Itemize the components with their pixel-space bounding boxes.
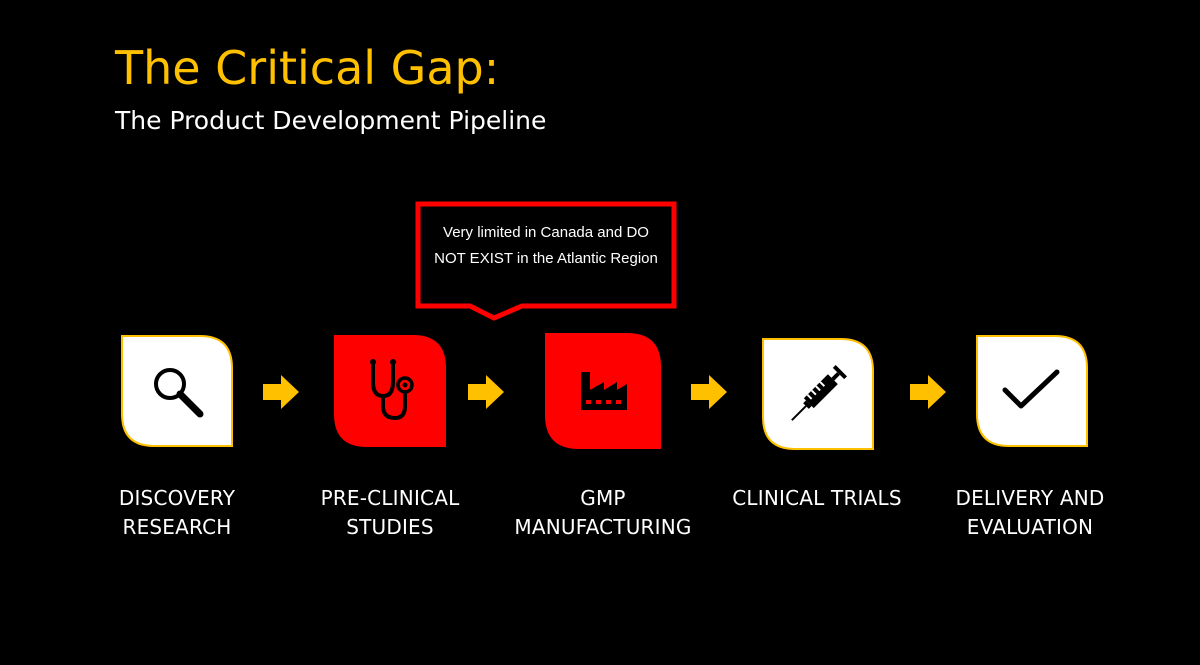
stage-label-line: GMP (580, 486, 626, 510)
stage-gmp-manufacturing (544, 332, 662, 450)
page-title: The Critical Gap: (115, 41, 500, 95)
stage-delivery-evaluation (975, 334, 1089, 448)
factory-icon (581, 372, 627, 410)
stage-label-line: STUDIES (346, 515, 434, 539)
stage-label-line: DISCOVERY (118, 486, 236, 510)
arrow-right-icon (468, 375, 504, 409)
stage-discovery-research (120, 334, 234, 448)
arrow-right-icon (910, 375, 946, 409)
stage-clinical-trials (761, 337, 875, 451)
stage-label-line: PRE-CLINICAL (320, 486, 460, 510)
syringe-icon (791, 365, 847, 421)
arrow-right-icon (691, 375, 727, 409)
callout-text: Very limited in Canada and DO NOT EXIST … (434, 224, 658, 267)
arrow-right-icon (263, 375, 299, 409)
stage-label-line: DELIVERY AND (955, 486, 1105, 510)
stage-pre-clinical-studies (333, 334, 447, 448)
stage-label-discovery-research: DISCOVERY RESEARCH (77, 484, 277, 542)
stage-label-line: MANUFACTURING (514, 515, 692, 539)
stage-label-line: CLINICAL TRIALS (732, 486, 902, 510)
stage-label-line: EVALUATION (966, 515, 1094, 539)
stethoscope-icon (370, 359, 414, 421)
stage-label-pre-clinical-studies: PRE-CLINICAL STUDIES (290, 484, 490, 542)
stage-label-gmp-manufacturing: GMP MANUFACTURING (503, 484, 703, 542)
page-subtitle: The Product Development Pipeline (115, 106, 547, 135)
gap-callout: Very limited in Canada and DO NOT EXIST … (415, 201, 677, 321)
stage-label-delivery-evaluation: DELIVERY AND EVALUATION (930, 484, 1130, 542)
stage-label-line: RESEARCH (122, 515, 232, 539)
checkmark-icon (1002, 369, 1060, 409)
callout-border (415, 201, 677, 321)
stage-label-clinical-trials: CLINICAL TRIALS (717, 484, 917, 513)
magnifying-glass-icon (154, 368, 204, 418)
